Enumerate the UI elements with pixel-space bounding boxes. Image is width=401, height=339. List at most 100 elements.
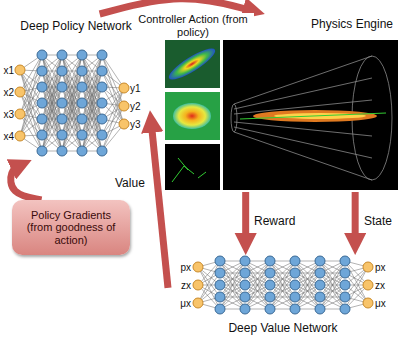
node-text: Policy Gradients (from goodness of actio…	[20, 209, 122, 247]
neuron-label: x3	[3, 109, 14, 120]
plot-panel	[165, 144, 220, 190]
network-link	[42, 103, 62, 151]
edge-label: Controller Action (from policy)	[132, 13, 254, 39]
plot-panel	[165, 40, 220, 88]
network-link	[220, 261, 245, 297]
flow-arrow	[11, 165, 42, 200]
hidden-neuron	[97, 114, 107, 124]
edge-label: Value	[113, 176, 147, 190]
hidden-neuron	[97, 66, 107, 76]
flow-arrow	[242, 192, 249, 243]
network-region: Deep Value Network	[168, 255, 398, 337]
hidden-neuron	[215, 292, 225, 302]
network-link	[62, 103, 82, 151]
hidden-neuron	[315, 280, 325, 290]
hidden-neuron	[240, 268, 250, 278]
render-panel	[223, 40, 398, 190]
network-link	[220, 261, 245, 297]
network-link	[320, 273, 345, 309]
io-neuron	[15, 65, 25, 75]
network-link	[270, 273, 295, 309]
hidden-neuron	[215, 280, 225, 290]
hidden-neuron	[265, 304, 275, 314]
beam-axis	[240, 113, 386, 119]
hidden-neuron	[57, 98, 67, 108]
network-links	[198, 261, 368, 309]
hidden-neuron	[315, 292, 325, 302]
network-link	[102, 55, 124, 106]
hidden-neuron	[77, 146, 87, 156]
plot-panel	[165, 92, 220, 140]
network-link	[245, 261, 270, 297]
hidden-neuron	[37, 114, 47, 124]
hidden-neuron	[37, 50, 47, 60]
hidden-neuron	[290, 268, 300, 278]
hidden-neuron	[97, 146, 107, 156]
io-neuron	[363, 298, 373, 308]
hidden-neuron	[265, 268, 275, 278]
network-link	[270, 261, 295, 297]
neuron-label: x2	[3, 87, 14, 98]
network-neurons	[15, 50, 129, 156]
hidden-neuron	[37, 146, 47, 156]
network-region: Deep Policy Network	[2, 14, 150, 160]
hidden-neuron	[240, 280, 250, 290]
hidden-neuron	[215, 304, 225, 314]
trace-lines	[172, 158, 206, 182]
network-link	[295, 273, 320, 309]
hidden-neuron	[315, 268, 325, 278]
neuron-label: px	[375, 262, 386, 273]
flow-arrow	[100, 0, 253, 14]
flow-arrow	[352, 192, 359, 243]
hidden-neuron	[57, 146, 67, 156]
hidden-neuron	[37, 98, 47, 108]
hidden-neuron	[57, 66, 67, 76]
network-link	[270, 273, 295, 309]
network-link	[245, 261, 270, 297]
hidden-neuron	[290, 292, 300, 302]
network-link	[245, 273, 270, 309]
hidden-neuron	[340, 268, 350, 278]
network-neurons	[193, 256, 373, 314]
neuron-label: x4	[3, 131, 14, 142]
hidden-neuron	[315, 256, 325, 266]
hidden-neuron	[97, 130, 107, 140]
network-link	[102, 106, 124, 151]
hidden-neuron	[215, 268, 225, 278]
hidden-neuron	[240, 304, 250, 314]
hidden-neuron	[77, 98, 87, 108]
io-neuron	[193, 280, 203, 290]
density-blob	[173, 103, 211, 129]
flow-arrow	[151, 122, 168, 288]
hidden-neuron	[77, 130, 87, 140]
neuron-label: zx	[181, 280, 191, 291]
hidden-neuron	[290, 304, 300, 314]
hidden-neuron	[215, 256, 225, 266]
io-neuron	[119, 83, 129, 93]
hidden-neuron	[240, 292, 250, 302]
network-link	[245, 273, 270, 309]
io-neuron	[119, 101, 129, 111]
gradient-box: Policy Gradients (from goodness of actio…	[12, 200, 130, 255]
io-neuron	[15, 131, 25, 141]
hidden-neuron	[290, 280, 300, 290]
hidden-neuron	[97, 50, 107, 60]
edge-label: State	[362, 214, 394, 228]
io-neuron	[363, 262, 373, 272]
network-link	[220, 273, 245, 309]
hidden-neuron	[57, 82, 67, 92]
beam-pipe-wireframe	[231, 56, 392, 180]
io-neuron	[193, 298, 203, 308]
network-graph	[15, 50, 373, 314]
node-text: Deep Policy Network	[6, 20, 146, 34]
network-links	[20, 55, 124, 151]
network-link	[270, 261, 295, 297]
hidden-neuron	[340, 304, 350, 314]
io-neuron	[363, 280, 373, 290]
phase-ellipse	[165, 44, 218, 84]
neuron-label: μx	[375, 298, 386, 309]
network-link	[295, 273, 320, 309]
